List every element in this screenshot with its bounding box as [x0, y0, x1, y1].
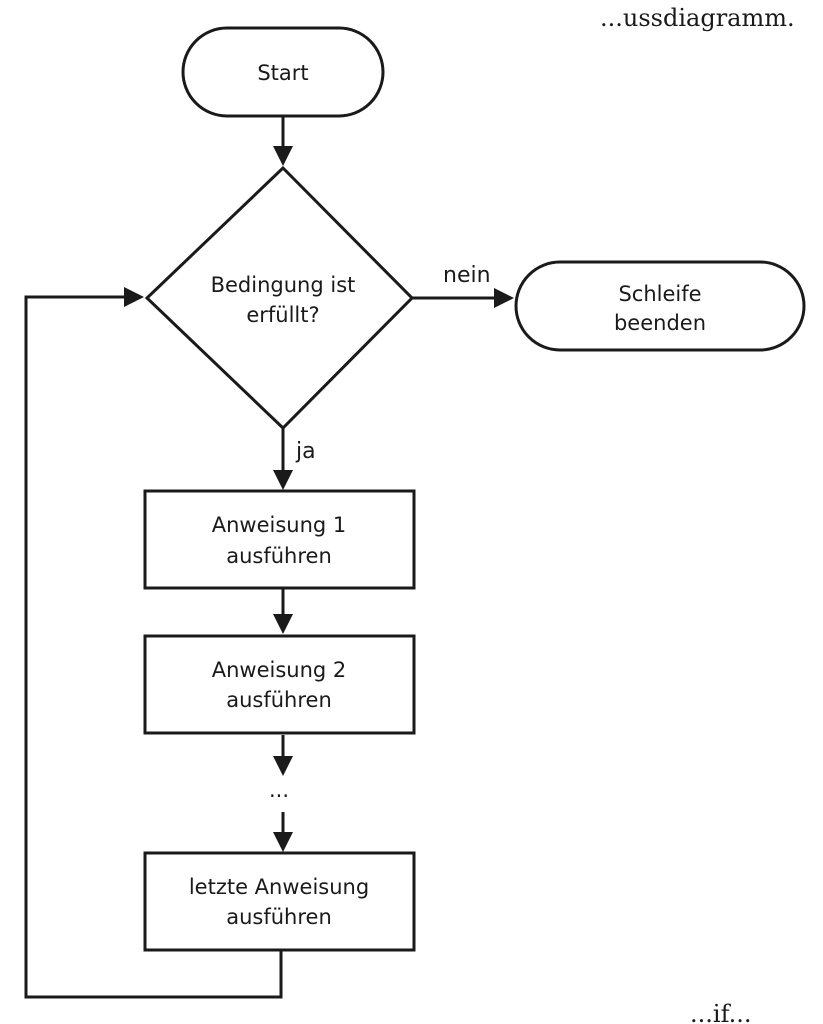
step2-node: Anweisung 2 ausführen — [143, 634, 416, 735]
end-loop-node: Schleife beenden — [514, 260, 806, 352]
arrow-condition-to-end — [412, 288, 514, 308]
step2-label-line1: Anweisung 2 — [212, 658, 347, 682]
edge-label-ja: ja — [295, 439, 316, 464]
start-label: Start — [257, 61, 308, 85]
loop-back-arrow — [24, 287, 283, 999]
step1-label-line1: Anweisung 1 — [212, 513, 347, 537]
edge-label-nein: nein — [443, 263, 491, 288]
step1-label-line2: ausführen — [226, 544, 332, 568]
cropped-footer-fragment: ...if... — [690, 1000, 751, 1024]
step2-label-line2: ausführen — [226, 688, 332, 712]
last-step-label-line2: ausführen — [226, 905, 332, 929]
condition-node: Bedingung ist erfüllt? — [144, 165, 415, 431]
start-node: Start — [181, 26, 385, 118]
end-loop-label-line2: beenden — [614, 311, 706, 335]
arrow-condition-to-step1 — [273, 428, 293, 490]
arrow-step2-to-ellipsis — [273, 735, 293, 776]
arrow-ellipsis-to-last-step — [273, 812, 293, 852]
arrow-step1-to-step2 — [273, 588, 293, 634]
ellipsis-label: ... — [269, 778, 289, 802]
arrow-start-to-condition — [273, 116, 293, 166]
step1-node: Anweisung 1 ausführen — [143, 489, 416, 590]
condition-label-line2: erfüllt? — [246, 303, 319, 327]
cropped-heading-fragment: ...ussdiagramm. — [600, 4, 795, 32]
end-loop-label-line1: Schleife — [618, 282, 701, 306]
last-step-node: letzte Anweisung ausführen — [143, 851, 416, 952]
condition-label-line1: Bedingung ist — [211, 273, 356, 297]
last-step-label-line1: letzte Anweisung — [189, 875, 369, 899]
